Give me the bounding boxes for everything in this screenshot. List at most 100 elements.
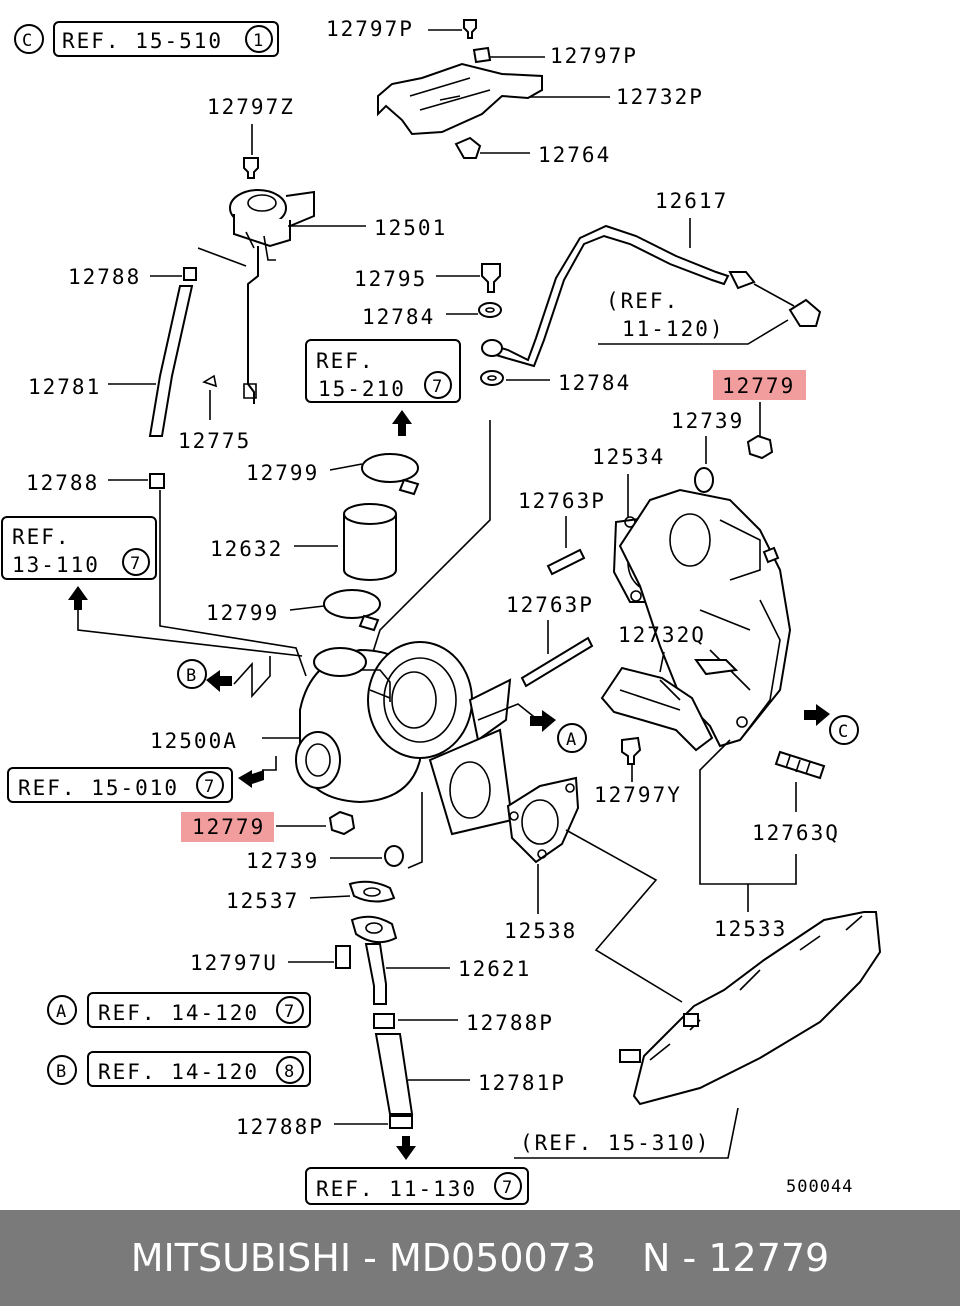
label-12775: 12775: [178, 429, 251, 453]
bolt-12797u: [335, 945, 351, 969]
arrow-down-11-130: [396, 1136, 416, 1160]
gasket-12537: [348, 880, 396, 903]
label-12781: 12781: [28, 375, 101, 399]
label-12732p: 12732P: [616, 85, 704, 109]
label-12763q: 12763Q: [752, 821, 840, 845]
label-12797y: 12797Y: [594, 783, 682, 807]
label-12538: 12538: [504, 919, 577, 943]
label-12764: 12764: [538, 143, 611, 167]
ref-15-210-label: REF.: [316, 349, 375, 373]
ref-13-110-box: [1, 516, 157, 580]
diagram-code: 500044: [786, 1177, 853, 1197]
oil-flange-12621: [350, 915, 398, 944]
ref-14-120b-circle-number: 8: [284, 1062, 295, 1082]
pipe-12617: [484, 224, 730, 368]
stud-12763p-a: [546, 548, 586, 576]
ref-14-120b-letter: B: [56, 1062, 67, 1082]
arrow-15-010: [238, 770, 264, 788]
arrow-up-13-110: [68, 586, 88, 610]
bolt-12797y: [621, 736, 642, 765]
label-12788-a: 12788: [68, 265, 141, 289]
bolt-12797p-b: [472, 46, 492, 64]
label-12797p-a: 12797P: [326, 17, 414, 41]
ref-15-510-label: REF. 15-510: [62, 29, 223, 53]
ref-14-120b-letter-circle: [47, 1055, 77, 1085]
label-12632: 12632: [210, 537, 283, 561]
label-12784-a: 12784: [362, 305, 435, 329]
ref-letter-a: A: [566, 730, 577, 750]
ref-letter-c-circle: [14, 24, 44, 54]
bolt-12795: [481, 263, 501, 293]
arrow-up-15-210: [392, 410, 412, 436]
ref-14-120a-circle-number: 7: [284, 1002, 295, 1022]
label-12763p-b: 12763P: [506, 593, 594, 617]
ref-11-130-box: [305, 1167, 529, 1205]
stud-12763q: [774, 750, 826, 780]
label-12501: 12501: [374, 216, 447, 240]
ref-letter-b: B: [186, 666, 197, 686]
hose-12781: [148, 285, 194, 437]
label-12795: 12795: [354, 267, 427, 291]
connector-11-120: [788, 298, 822, 327]
ref-11-120-label-b: 11-120): [622, 317, 725, 341]
label-12784-b: 12784: [558, 371, 631, 395]
label-12797p-b: 12797P: [550, 44, 638, 68]
rod-12501: [247, 246, 259, 404]
clamp-12799-a: [361, 453, 419, 483]
oil-pipe-12621: [364, 943, 387, 1005]
ref-11-120-label: (REF.: [606, 289, 679, 313]
footer-diagram-number: N - 12779: [642, 1236, 830, 1280]
heat-shield-12732q: [600, 666, 714, 752]
label-12739-left: 12739: [246, 849, 319, 873]
ref-letter-c-right-circle: [829, 715, 859, 745]
highlight-12779-top: [713, 370, 806, 400]
ref-13-110-circle-number: 7: [130, 554, 141, 574]
gasket-12538: [506, 776, 580, 864]
ref-14-120a-label: REF. 14-120: [98, 1001, 259, 1025]
ref-15-010-circle-number: 7: [204, 777, 215, 797]
label-12797u: 12797U: [190, 951, 278, 975]
ref-15-010-label: REF. 15-010: [18, 776, 179, 800]
label-12500a: 12500A: [150, 729, 238, 753]
ref-15-010-box: [7, 767, 233, 803]
ref-15-210-label-b: 15-210: [318, 377, 406, 401]
label-12781p: 12781P: [478, 1071, 566, 1095]
clip-12775: [202, 374, 218, 388]
label-12732q: 12732Q: [618, 623, 706, 647]
hose-12781p: [374, 1033, 414, 1115]
nut-12779-top: [746, 434, 774, 460]
label-12797z: 12797Z: [207, 95, 295, 119]
ref-letter-a-circle: [557, 723, 587, 753]
ref-11-130-label: REF. 11-130: [316, 1177, 477, 1201]
bolt-12797z: [243, 157, 259, 179]
clamp-12799-b: [323, 589, 381, 619]
turbo-outlet: [295, 731, 341, 789]
ref-14-120a-box: [87, 992, 311, 1028]
arrow-a: [530, 710, 556, 732]
ref-14-120a-circle: [276, 996, 304, 1024]
ref-15-510-circle: [245, 25, 273, 53]
ref-14-120b-box: [87, 1051, 311, 1087]
ref-13-110-label-b: 13-110: [12, 553, 100, 577]
ref-15-310-label: (REF. 15-310): [520, 1131, 710, 1155]
ref-11-130-circle-number: 7: [502, 1178, 513, 1198]
ref-13-110-circle: [122, 548, 150, 576]
ref-14-120a-letter-circle: [47, 995, 77, 1025]
footer-brand-part-number: MITSUBISHI - MD050073: [130, 1236, 597, 1280]
ref-letter-c: C: [22, 31, 33, 51]
label-12537: 12537: [226, 889, 299, 913]
clip-12764: [454, 136, 482, 159]
ref-letter-c-right: C: [838, 722, 849, 742]
stud-12763p-b: [520, 636, 594, 688]
label-12799-b: 12799: [206, 601, 279, 625]
label-12763p-a: 12763P: [518, 489, 606, 513]
clamp-12788-a: [183, 267, 197, 281]
pipe-12632: [343, 514, 397, 581]
ref-15-210-box: [305, 339, 461, 403]
label-12779-left: 12779: [192, 815, 265, 839]
ref-15-510-box: [53, 21, 279, 57]
label-12621: 12621: [458, 957, 531, 981]
ref-15-210-circle-number: 7: [432, 377, 443, 397]
label-12739-top: 12739: [671, 409, 744, 433]
label-12788p-a: 12788P: [466, 1011, 554, 1035]
